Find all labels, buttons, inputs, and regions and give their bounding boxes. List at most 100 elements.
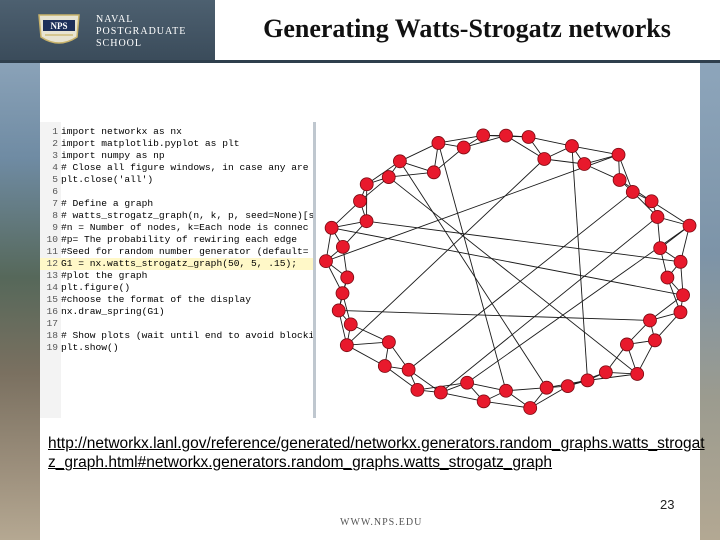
graph-node	[521, 130, 536, 144]
code-text: #plot the graph	[61, 270, 148, 281]
graph-node	[410, 383, 425, 397]
graph-edge	[437, 142, 507, 391]
code-line: 6	[40, 186, 313, 198]
school-name: NAVAL POSTGRADUATE SCHOOL	[96, 14, 186, 50]
graph-edge	[366, 220, 681, 263]
graph-edge	[571, 146, 588, 381]
graph-node	[319, 254, 333, 269]
graph-node	[426, 165, 441, 180]
graph-node	[648, 333, 662, 348]
graph-node	[340, 270, 355, 285]
graph-edge	[408, 191, 634, 371]
graph-node	[598, 365, 613, 380]
graph-node	[343, 317, 358, 332]
code-text: #n = Number of nodes, k=Each node is con…	[61, 222, 309, 233]
graph-node	[401, 362, 416, 377]
code-text: import networkx as nx	[61, 126, 182, 137]
graph-node	[643, 313, 657, 328]
graph-edge	[571, 145, 619, 156]
graph-node	[392, 154, 407, 169]
code-text	[58, 186, 61, 197]
graph-node	[456, 140, 471, 155]
graph-node	[381, 335, 396, 350]
graph-edge	[346, 158, 545, 346]
graph-node	[359, 177, 374, 192]
graph-node	[335, 239, 350, 254]
code-line: 11#Seed for random number generator (def…	[40, 246, 313, 258]
graph-node	[499, 383, 513, 398]
graph-edge	[440, 392, 484, 402]
graph-node	[331, 303, 346, 318]
line-number-gutter	[40, 122, 61, 418]
graph-edge	[529, 385, 568, 409]
code-text: G1 = nx.watts_strogatz_graph(50, 5, .15)…	[61, 258, 298, 269]
graph-edge	[338, 309, 650, 321]
code-text: import numpy as np	[61, 150, 165, 161]
code-text: plt.figure()	[61, 282, 131, 293]
graph-node	[577, 157, 592, 171]
code-text: plt.close('all')	[61, 174, 154, 185]
graph-node	[476, 394, 491, 409]
code-text: plt.show()	[61, 342, 119, 353]
line-number: 16	[46, 306, 58, 317]
code-text: nx.draw_spring(G1)	[61, 306, 165, 317]
code-line: 17	[40, 318, 313, 330]
graph-edge	[399, 142, 439, 162]
graph-node	[653, 241, 668, 256]
graph-node	[673, 254, 688, 269]
graph-node	[650, 210, 665, 224]
line-number: 10	[46, 234, 58, 245]
graph-node	[580, 373, 595, 388]
graph-edge	[438, 134, 484, 144]
graph-node	[620, 337, 634, 352]
graph-edge	[466, 225, 690, 384]
line-number: 15	[46, 294, 58, 305]
graph-edge	[483, 400, 531, 409]
line-number: 3	[52, 150, 58, 161]
graph-edge	[528, 136, 573, 147]
code-line: 18# Show plots (wait until end to avoid …	[40, 330, 313, 342]
graph-edge	[346, 344, 386, 367]
line-number: 8	[52, 210, 58, 221]
code-text: # Define a graph	[61, 198, 154, 209]
graph-edge	[440, 216, 658, 393]
graph-edge	[505, 135, 545, 160]
code-line: 4# Close all figure windows, in case any…	[40, 162, 313, 174]
graph-edge	[388, 171, 434, 178]
graph-node	[682, 218, 697, 233]
line-number: 19	[46, 342, 58, 353]
logo-banner: NPS NAVAL POSTGRADUATE SCHOOL	[0, 0, 215, 62]
slide-title: Generating Watts-Strogatz networks	[263, 14, 671, 43]
campus-photo-strip-right	[700, 63, 720, 540]
footer-website: WWW.NPS.EDU	[340, 517, 423, 528]
reference-link[interactable]: http://networkx.lanl.gov/reference/gener…	[48, 435, 705, 471]
graph-edge	[325, 154, 619, 262]
graph-node	[625, 185, 640, 199]
graph-node	[523, 401, 538, 415]
line-number: 18	[46, 330, 58, 341]
code-line: 7# Define a graph	[40, 198, 313, 210]
code-line: 9#n = Number of nodes, k=Each node is co…	[40, 222, 313, 234]
graph-node	[539, 380, 554, 395]
graph-edge	[649, 294, 684, 321]
code-text: # Show plots (wait until end to avoid bl…	[61, 330, 315, 341]
code-text: #choose the format of the display	[61, 294, 251, 305]
code-text: # Close all figure windows, in case any …	[61, 162, 309, 173]
line-number: 6	[52, 186, 58, 197]
line-number: 17	[46, 318, 58, 329]
graph-node	[560, 379, 575, 393]
line-number: 2	[52, 138, 58, 149]
watts-strogatz-graph-drawing	[319, 128, 697, 415]
line-number: 1	[52, 126, 58, 137]
logo-line: POSTGRADUATE	[96, 26, 187, 37]
line-number: 7	[52, 198, 58, 209]
graph-edge	[331, 227, 684, 296]
graph-edge	[587, 373, 638, 381]
line-number: 14	[46, 282, 58, 293]
graph-edge	[350, 323, 390, 343]
